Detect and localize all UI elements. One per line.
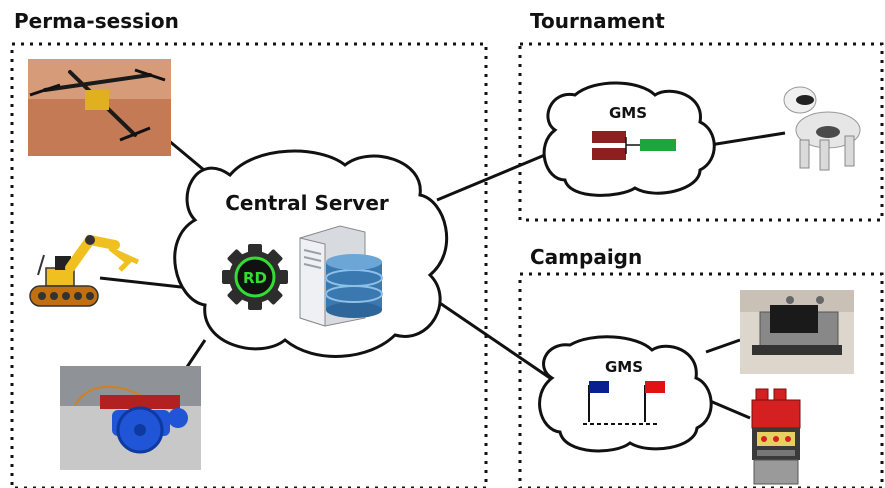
tournament-title: Tournament (530, 9, 665, 33)
robot-arm-tank-icon (29, 234, 140, 307)
link-robot-dog (709, 131, 786, 147)
flag-blue (589, 381, 609, 393)
link-campaign-gms (427, 293, 551, 380)
tracked-robot-photo (740, 290, 854, 374)
link-blue-robot (183, 339, 207, 371)
campaign-box (518, 272, 884, 488)
gms-label: GMS (609, 104, 647, 122)
database-icon (325, 254, 383, 318)
lego-robot-icon (751, 388, 801, 485)
link-robot-arm (99, 276, 191, 290)
blue-wheeled-robot-photo (60, 366, 201, 470)
link-tournament-gms (436, 150, 553, 202)
rd-gear-icon: RD (222, 244, 288, 310)
quadcopter-photo (28, 59, 171, 156)
cloud-shape (538, 335, 713, 453)
robot-dog-photo (783, 86, 861, 171)
tournament-box (518, 42, 884, 222)
rd-logo-text: RD (243, 269, 267, 287)
tournament-bracket-icon (592, 131, 676, 160)
tournament-gms-cloud: GMS (542, 81, 716, 197)
campaign-gms-cloud: GMS (538, 335, 713, 453)
perma-session-box (10, 42, 488, 488)
cloud-shape (542, 81, 716, 197)
link-tracked-robot (705, 338, 741, 354)
perma-session-title: Perma-session (14, 9, 179, 33)
central-server-cloud: Central Server RD (173, 149, 449, 358)
campaign-flags-icon (583, 381, 665, 425)
campaign-title: Campaign (530, 245, 642, 269)
flag-red (645, 381, 665, 393)
bracket-entry-red-bottom (592, 148, 626, 160)
bracket-winner-green (640, 139, 676, 151)
gms-label: GMS (605, 358, 643, 376)
bracket-entry-red-top (592, 131, 626, 143)
central-server-title: Central Server (225, 191, 389, 215)
